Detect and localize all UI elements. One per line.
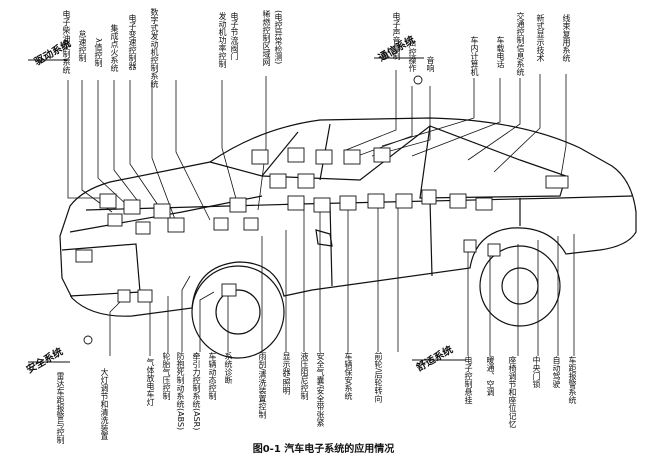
label-idle-control: 怠速控制 [78, 30, 87, 62]
group-underlines [28, 57, 466, 363]
label-multiplex-harness: 线束复用系统 [562, 14, 571, 62]
label-electronic-diesel-control: 电子柴油控制系统 [62, 10, 71, 74]
label-fault-detection: (电控异常检测) [274, 10, 283, 65]
label-four-wheel-steering: 前轮/后轮转向 [374, 352, 383, 403]
label-headlamp-adjust: 大灯调节和清洗装置 [100, 368, 109, 440]
label-asr: 牵引力控制系统(ASR) [192, 352, 201, 431]
label-lean-burn-can: 稀燃控制区域网 [262, 10, 271, 66]
label-traffic-info: 交通控制信息系统 [516, 12, 525, 76]
label-lambda-control: λ值控制 [94, 38, 103, 67]
label-vehicle-dynamics: 车辆动态控制 [208, 352, 217, 400]
front-wheel [191, 265, 285, 359]
label-abs: 防抱死制动系统(ABS) [176, 352, 185, 431]
label-tire-pressure: 轮胎气压控制 [162, 352, 171, 400]
label-display-lighting: 显示器/照明 [282, 352, 291, 395]
rear-wheel [479, 245, 561, 327]
label-airbag-belt: 安全气囊/安全带张紧 [316, 352, 325, 427]
label-audio: 音响 [426, 56, 435, 72]
markers [83, 75, 423, 345]
label-diagnostics: 系统诊断 [224, 352, 233, 384]
component-icons [75, 147, 569, 303]
label-sound-reproduction: 电子声音复制 [392, 12, 401, 60]
label-hvac: 暖通、空调 [486, 356, 495, 396]
label-electronic-suspension: 电子控制悬挂 [464, 356, 473, 404]
front-wheel-rim [215, 289, 261, 335]
label-digital-engine-control: 数字式发动机控制系统 [150, 8, 159, 88]
label-vehicle-security: 车辆保安系统 [344, 352, 353, 400]
figure-caption: 图0-1 汽车电子系统的应用情况 [252, 444, 395, 455]
label-seat-memory: 座椅调节和座位记忆 [508, 356, 517, 428]
car-body-outline [59, 117, 637, 317]
label-radar-distance: 雷达车距报警与控制 [56, 372, 65, 444]
label-distance-alarm: 车距报警系统 [568, 356, 577, 404]
label-gas-discharge-lamp: 气体放电车灯 [146, 358, 155, 406]
car-doors [329, 198, 521, 287]
side-mirror [315, 229, 333, 247]
car-front-bumper [61, 243, 141, 297]
rear-wheel-rim [501, 267, 539, 305]
label-autopilot: 自动驾驶 [552, 356, 561, 388]
label-electronic-transmission: 电子变速控制器 [128, 14, 137, 70]
label-central-locking: 中央门锁 [532, 356, 541, 388]
label-voice-control: 声控操作 [408, 40, 417, 72]
label-wiper-control: 雨刮/清洗装置控制 [258, 352, 267, 419]
leader-lines [67, 70, 575, 356]
label-car-phone: 车载电话 [496, 36, 505, 68]
label-display-tech: 新式显示技术 [536, 14, 545, 62]
label-engine-power-control: 发动机功率控制 [218, 12, 227, 68]
label-electronic-throttle: 电子节流阀门 [230, 12, 239, 60]
label-integrated-ignition: 集成点火系统 [110, 24, 119, 72]
label-hydraulic-damping: 液压阻尼控制 [300, 352, 309, 400]
label-onboard-computer: 车内计算机 [470, 36, 479, 76]
